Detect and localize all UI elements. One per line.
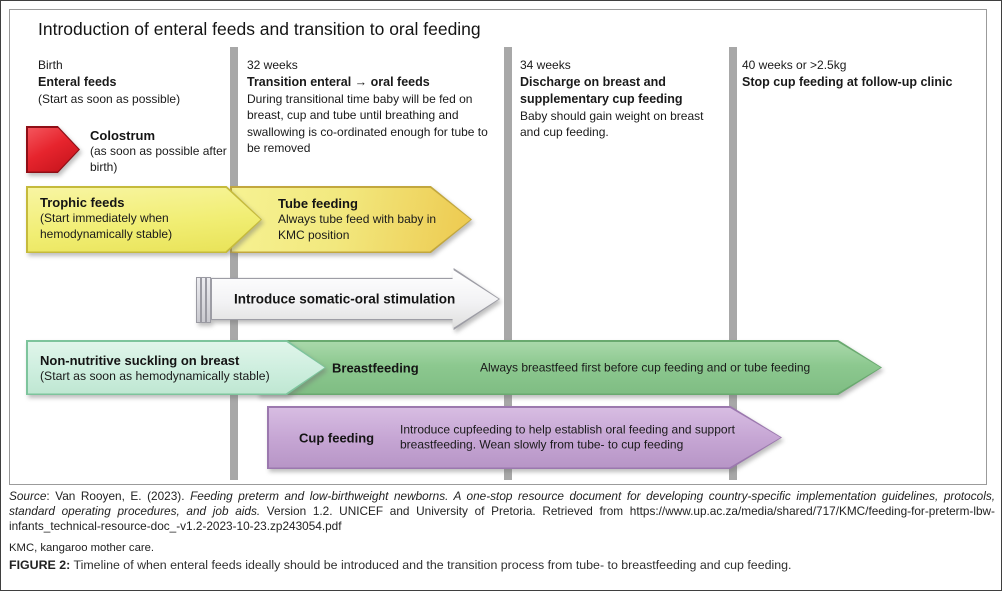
cup-feeding-note: Introduce cupfeeding to help establish o… bbox=[400, 422, 735, 452]
column-40-weeks: 40 weeks or >2.5kg Stop cup feeding at f… bbox=[742, 57, 992, 91]
non-nutritive-suckling-arrow: Non-nutritive suckling on breast (Start … bbox=[26, 340, 326, 395]
non-nutritive-suckling-label: Non-nutritive suckling on breast bbox=[40, 352, 240, 368]
colostrum-label-block: Colostrum (as soon as possible after bir… bbox=[90, 127, 230, 175]
somatic-oral-stimulation-label: Introduce somatic-oral stimulation bbox=[234, 291, 456, 307]
column-time-label: 32 weeks bbox=[247, 58, 298, 72]
column-birth: Birth Enteral feeds (Start as soon as po… bbox=[38, 57, 228, 107]
arrow-shape bbox=[27, 341, 325, 394]
arrow-tail-stripe bbox=[201, 277, 206, 323]
cup-feeding-label: Cup feeding bbox=[299, 430, 375, 445]
arrow-tail-stripe bbox=[196, 277, 201, 323]
arrow-shape bbox=[231, 187, 471, 252]
column-time-label: Birth bbox=[38, 58, 63, 72]
non-nutritive-suckling-text: Non-nutritive suckling on breast (Start … bbox=[40, 351, 308, 384]
abbreviation-note: KMC, kangaroo mother care. bbox=[9, 542, 155, 554]
breastfeeding-arrow: Breastfeeding Always breastfeed first be… bbox=[257, 340, 882, 395]
source-citation-title: Feeding preterm and low-birthweight newb… bbox=[9, 489, 995, 518]
arrow-shape bbox=[27, 127, 79, 172]
colostrum-arrow bbox=[26, 126, 80, 173]
figure-caption-label: FIGURE 2: bbox=[9, 558, 71, 572]
source-label: Source bbox=[9, 489, 47, 503]
source-citation-tail: Version 1.2. UNICEF and University of Pr… bbox=[9, 503, 995, 533]
arrow-shape bbox=[258, 341, 881, 394]
tube-feeding-label: Tube feeding bbox=[278, 196, 358, 211]
figure-caption-text: Timeline of when enteral feeds ideally s… bbox=[70, 558, 792, 572]
timeline-bar-34-weeks bbox=[504, 47, 512, 480]
trophic-feeds-arrow: Trophic feeds (Start immediately when he… bbox=[26, 186, 262, 253]
trophic-feeds-text: Trophic feeds (Start immediately when he… bbox=[40, 194, 215, 242]
non-nutritive-suckling-note: (Start as soon as hemodynamically stable… bbox=[40, 368, 270, 383]
colostrum-note: (as soon as possible after birth) bbox=[90, 144, 227, 174]
column-body-text: (Start as soon as possible) bbox=[38, 91, 181, 106]
trophic-feeds-label: Trophic feeds bbox=[40, 195, 125, 210]
column-32-weeks: 32 weeks Transition enteral → oral feeds… bbox=[247, 57, 495, 157]
column-time-label: 40 weeks or >2.5kg bbox=[742, 58, 847, 72]
tube-feeding-arrow: Tube feeding Always tube feed with baby … bbox=[230, 186, 472, 253]
column-body-text: During transitional time baby will be fe… bbox=[247, 91, 488, 156]
column-heading: Stop cup feeding at follow-up clinic bbox=[742, 74, 953, 89]
column-heading: Discharge on breast and supplementary cu… bbox=[520, 74, 683, 106]
column-body-text: Baby should gain weight on breast and cu… bbox=[520, 108, 704, 140]
arrow-shape bbox=[210, 268, 500, 330]
figure-caption: FIGURE 2: Timeline of when enteral feeds… bbox=[9, 558, 791, 572]
tube-feeding-note: Always tube feed with baby in KMC positi… bbox=[278, 212, 437, 242]
arrow-shape bbox=[268, 407, 781, 468]
column-heading: Enteral feeds bbox=[38, 74, 117, 89]
column-heading: Transition enteral → oral feeds bbox=[247, 74, 430, 89]
column-34-weeks: 34 weeks Discharge on breast and supplem… bbox=[520, 57, 725, 141]
cup-feeding-arrow: Cup feeding Introduce cupfeeding to help… bbox=[267, 406, 782, 469]
breastfeeding-note: Always breastfeed first before cup feedi… bbox=[480, 359, 811, 374]
somatic-oral-stimulation-arrow: Introduce somatic-oral stimulation bbox=[196, 268, 508, 330]
source-citation: Source: Van Rooyen, E. (2023). Feeding p… bbox=[9, 489, 995, 533]
colostrum-label: Colostrum bbox=[90, 128, 155, 143]
breastfeeding-label: Breastfeeding bbox=[332, 360, 419, 375]
arrow-shape bbox=[211, 269, 499, 329]
timeline-bar-40-weeks bbox=[729, 47, 737, 480]
source-citation-author: : Van Rooyen, E. (2023). bbox=[46, 489, 191, 503]
figure-frame: Introduction of enteral feeds and transi… bbox=[9, 9, 987, 485]
timeline-bar-32-weeks bbox=[230, 47, 238, 480]
arrow-shape bbox=[27, 187, 261, 252]
column-time-label: 34 weeks bbox=[520, 58, 571, 72]
figure-title: Introduction of enteral feeds and transi… bbox=[38, 19, 481, 39]
trophic-feeds-note: (Start immediately when hemodynamically … bbox=[40, 211, 173, 241]
tube-feeding-text: Tube feeding Always tube feed with baby … bbox=[278, 195, 443, 243]
